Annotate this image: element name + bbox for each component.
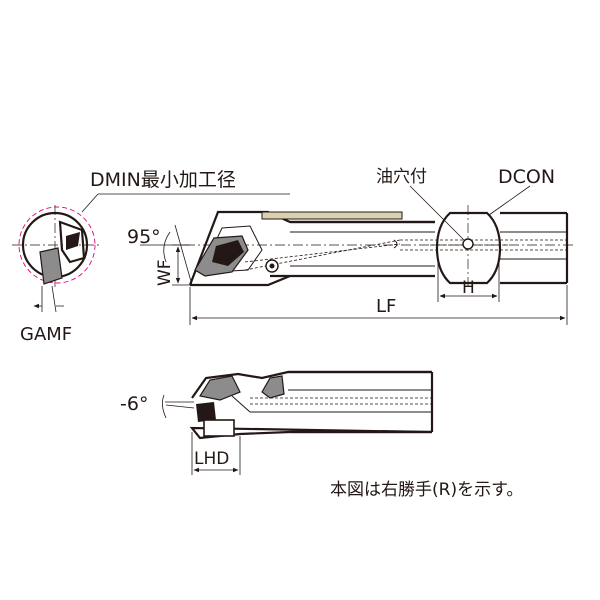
angle-95-arc — [163, 231, 171, 263]
side-insert-shading — [212, 240, 244, 266]
flat-face — [261, 211, 403, 220]
gamf-label: GAMF — [20, 324, 72, 345]
bottom-insert-front — [196, 402, 216, 422]
coolant-tip — [393, 239, 398, 249]
angle-95-label: 95° — [127, 226, 161, 248]
wf-label: WF — [155, 259, 175, 286]
bottom-head-line — [231, 395, 251, 413]
lf-label: LF — [376, 296, 396, 317]
oil-hole-circle — [462, 238, 474, 250]
bottom-clamp — [261, 375, 285, 399]
wf-dim — [172, 244, 192, 286]
h-label: H — [462, 278, 475, 298]
end-view-insert — [39, 247, 63, 285]
oil-passage-2 — [244, 243, 401, 263]
shank-section — [409, 185, 531, 302]
note-text: 本図は右勝手(R)を示す。 — [330, 480, 523, 500]
dcon-leader — [488, 185, 531, 216]
lhd-dim — [191, 432, 241, 475]
bottom-insert-top — [199, 375, 241, 401]
top-side-view — [185, 210, 575, 287]
clamp-screw-inner — [269, 263, 275, 269]
min-bore-circle — [18, 206, 96, 284]
end-view — [12, 193, 290, 313]
end-view-clamp — [66, 232, 80, 250]
lf-dim — [189, 285, 568, 325]
dmin-label: DMIN最小加工径 — [90, 169, 236, 191]
angle-neg6-label: -6° — [120, 393, 148, 415]
angle-neg6-dim — [162, 394, 195, 419]
bottom-top-view — [189, 370, 434, 440]
lhd-label: LHD — [194, 449, 229, 469]
oil-hole-leader — [409, 185, 465, 241]
angle-neg6-ext — [165, 404, 195, 409]
dmin-leader — [81, 193, 99, 213]
dcon-label: DCON — [498, 166, 555, 188]
angle-95-ext — [174, 224, 193, 286]
end-view-head — [58, 220, 86, 264]
oil-hole-label: 油穴付 — [376, 167, 427, 187]
angle-neg6-arc — [162, 394, 167, 419]
shank-section-outline — [435, 211, 502, 285]
bottom-insert-face — [203, 419, 235, 437]
gamf-ref-2 — [51, 285, 57, 313]
